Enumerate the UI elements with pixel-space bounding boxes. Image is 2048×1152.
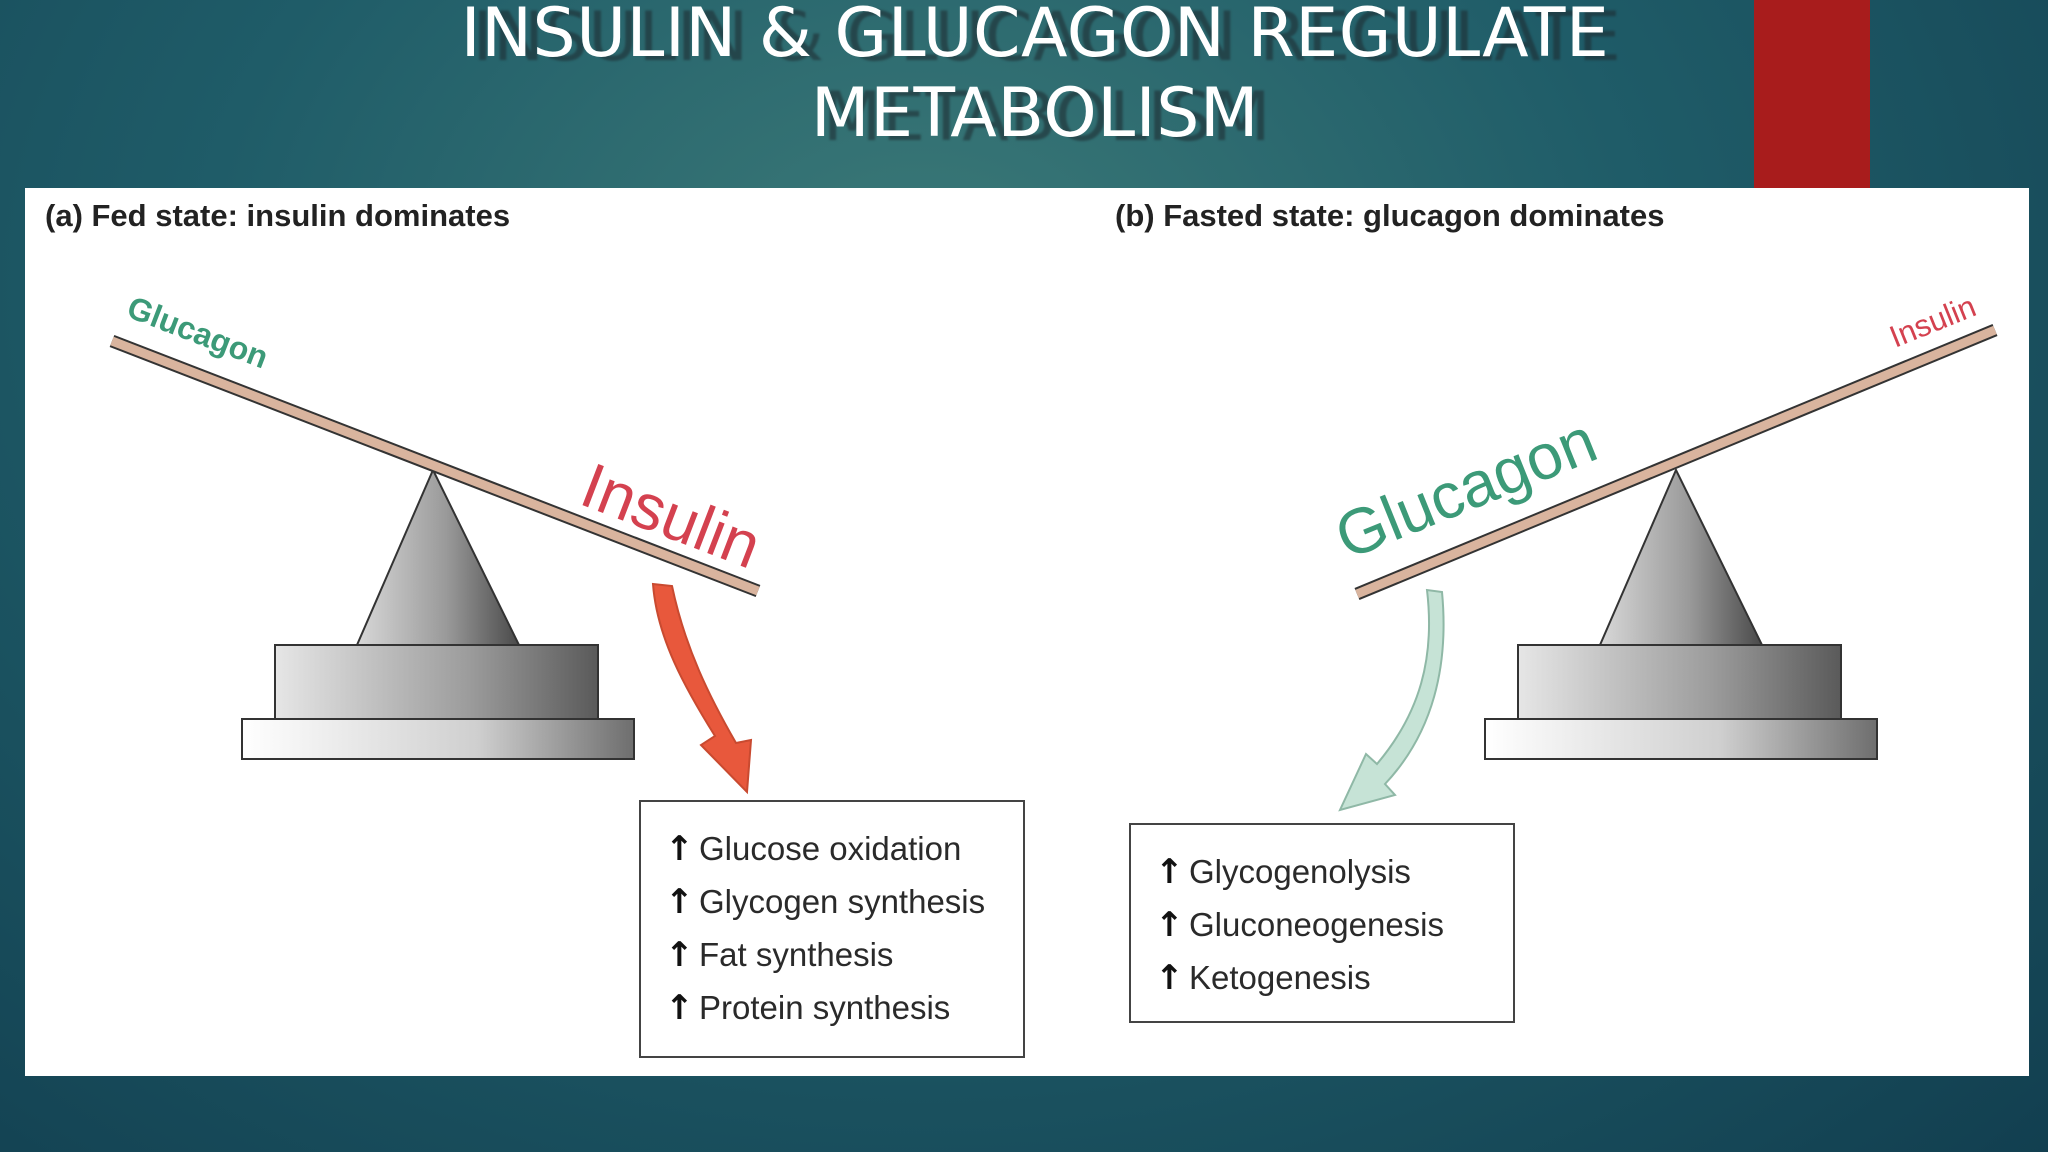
fed-glucagon-label: Glucagon: [122, 289, 273, 375]
list-item: ↑Glycogenolysis: [1155, 851, 1411, 892]
fasted-scale-fulcrum: [1598, 467, 1764, 646]
up-arrow-icon: ↑: [665, 881, 694, 922]
fed-scale-plate: [241, 718, 635, 760]
up-arrow-icon: ↑: [665, 934, 694, 975]
list-item: ↑Gluconeogenesis: [1155, 904, 1445, 945]
diagram-canvas: Glucagon Insulin Insulin Glucagon: [109, 288, 1998, 812]
diagram-panel: Glucagon Insulin Insulin Glucagon (a) Fe…: [25, 188, 2029, 1076]
list-item: ↑Fat synthesis: [665, 934, 894, 975]
fed-state-scale: Glucagon Insulin: [109, 289, 770, 795]
slide-title-shadow: INSULIN & GLUCAGON REGULATE METABOLISM: [472, 0, 1622, 157]
fed-scale-fulcrum: [355, 467, 521, 646]
fasted-state-scale: Insulin Glucagon: [1325, 288, 1998, 812]
up-arrow-icon: ↑: [665, 828, 694, 869]
fasted-state-caption: (b) Fasted state: glucagon dominates: [1115, 198, 1665, 233]
up-arrow-icon: ↑: [1155, 904, 1184, 945]
list-item: ↑Ketogenesis: [1155, 957, 1371, 998]
fed-effects-box: ↑Glucose oxidation ↑Glycogen synthesis ↑…: [639, 800, 1025, 1058]
fed-effect-arrow: [651, 582, 753, 795]
fasted-effect-arrow: [1338, 588, 1445, 812]
fasted-scale-base: [1517, 644, 1842, 720]
accent-bar: [1754, 0, 1870, 188]
up-arrow-icon: ↑: [1155, 851, 1184, 892]
list-item: ↑Glucose oxidation: [665, 828, 962, 869]
up-arrow-icon: ↑: [665, 987, 694, 1028]
fed-scale-base: [274, 644, 599, 720]
fed-state-caption: (a) Fed state: insulin dominates: [45, 198, 511, 233]
list-item: ↑Protein synthesis: [665, 987, 951, 1028]
slide-title: INSULIN & GLUCAGON REGULATE METABOLISM: [460, 0, 1610, 153]
fasted-scale-plate: [1484, 718, 1878, 760]
up-arrow-icon: ↑: [1155, 957, 1184, 998]
fasted-effects-box: ↑Glycogenolysis ↑Gluconeogenesis ↑Ketoge…: [1129, 823, 1515, 1023]
list-item: ↑Glycogen synthesis: [665, 881, 986, 922]
